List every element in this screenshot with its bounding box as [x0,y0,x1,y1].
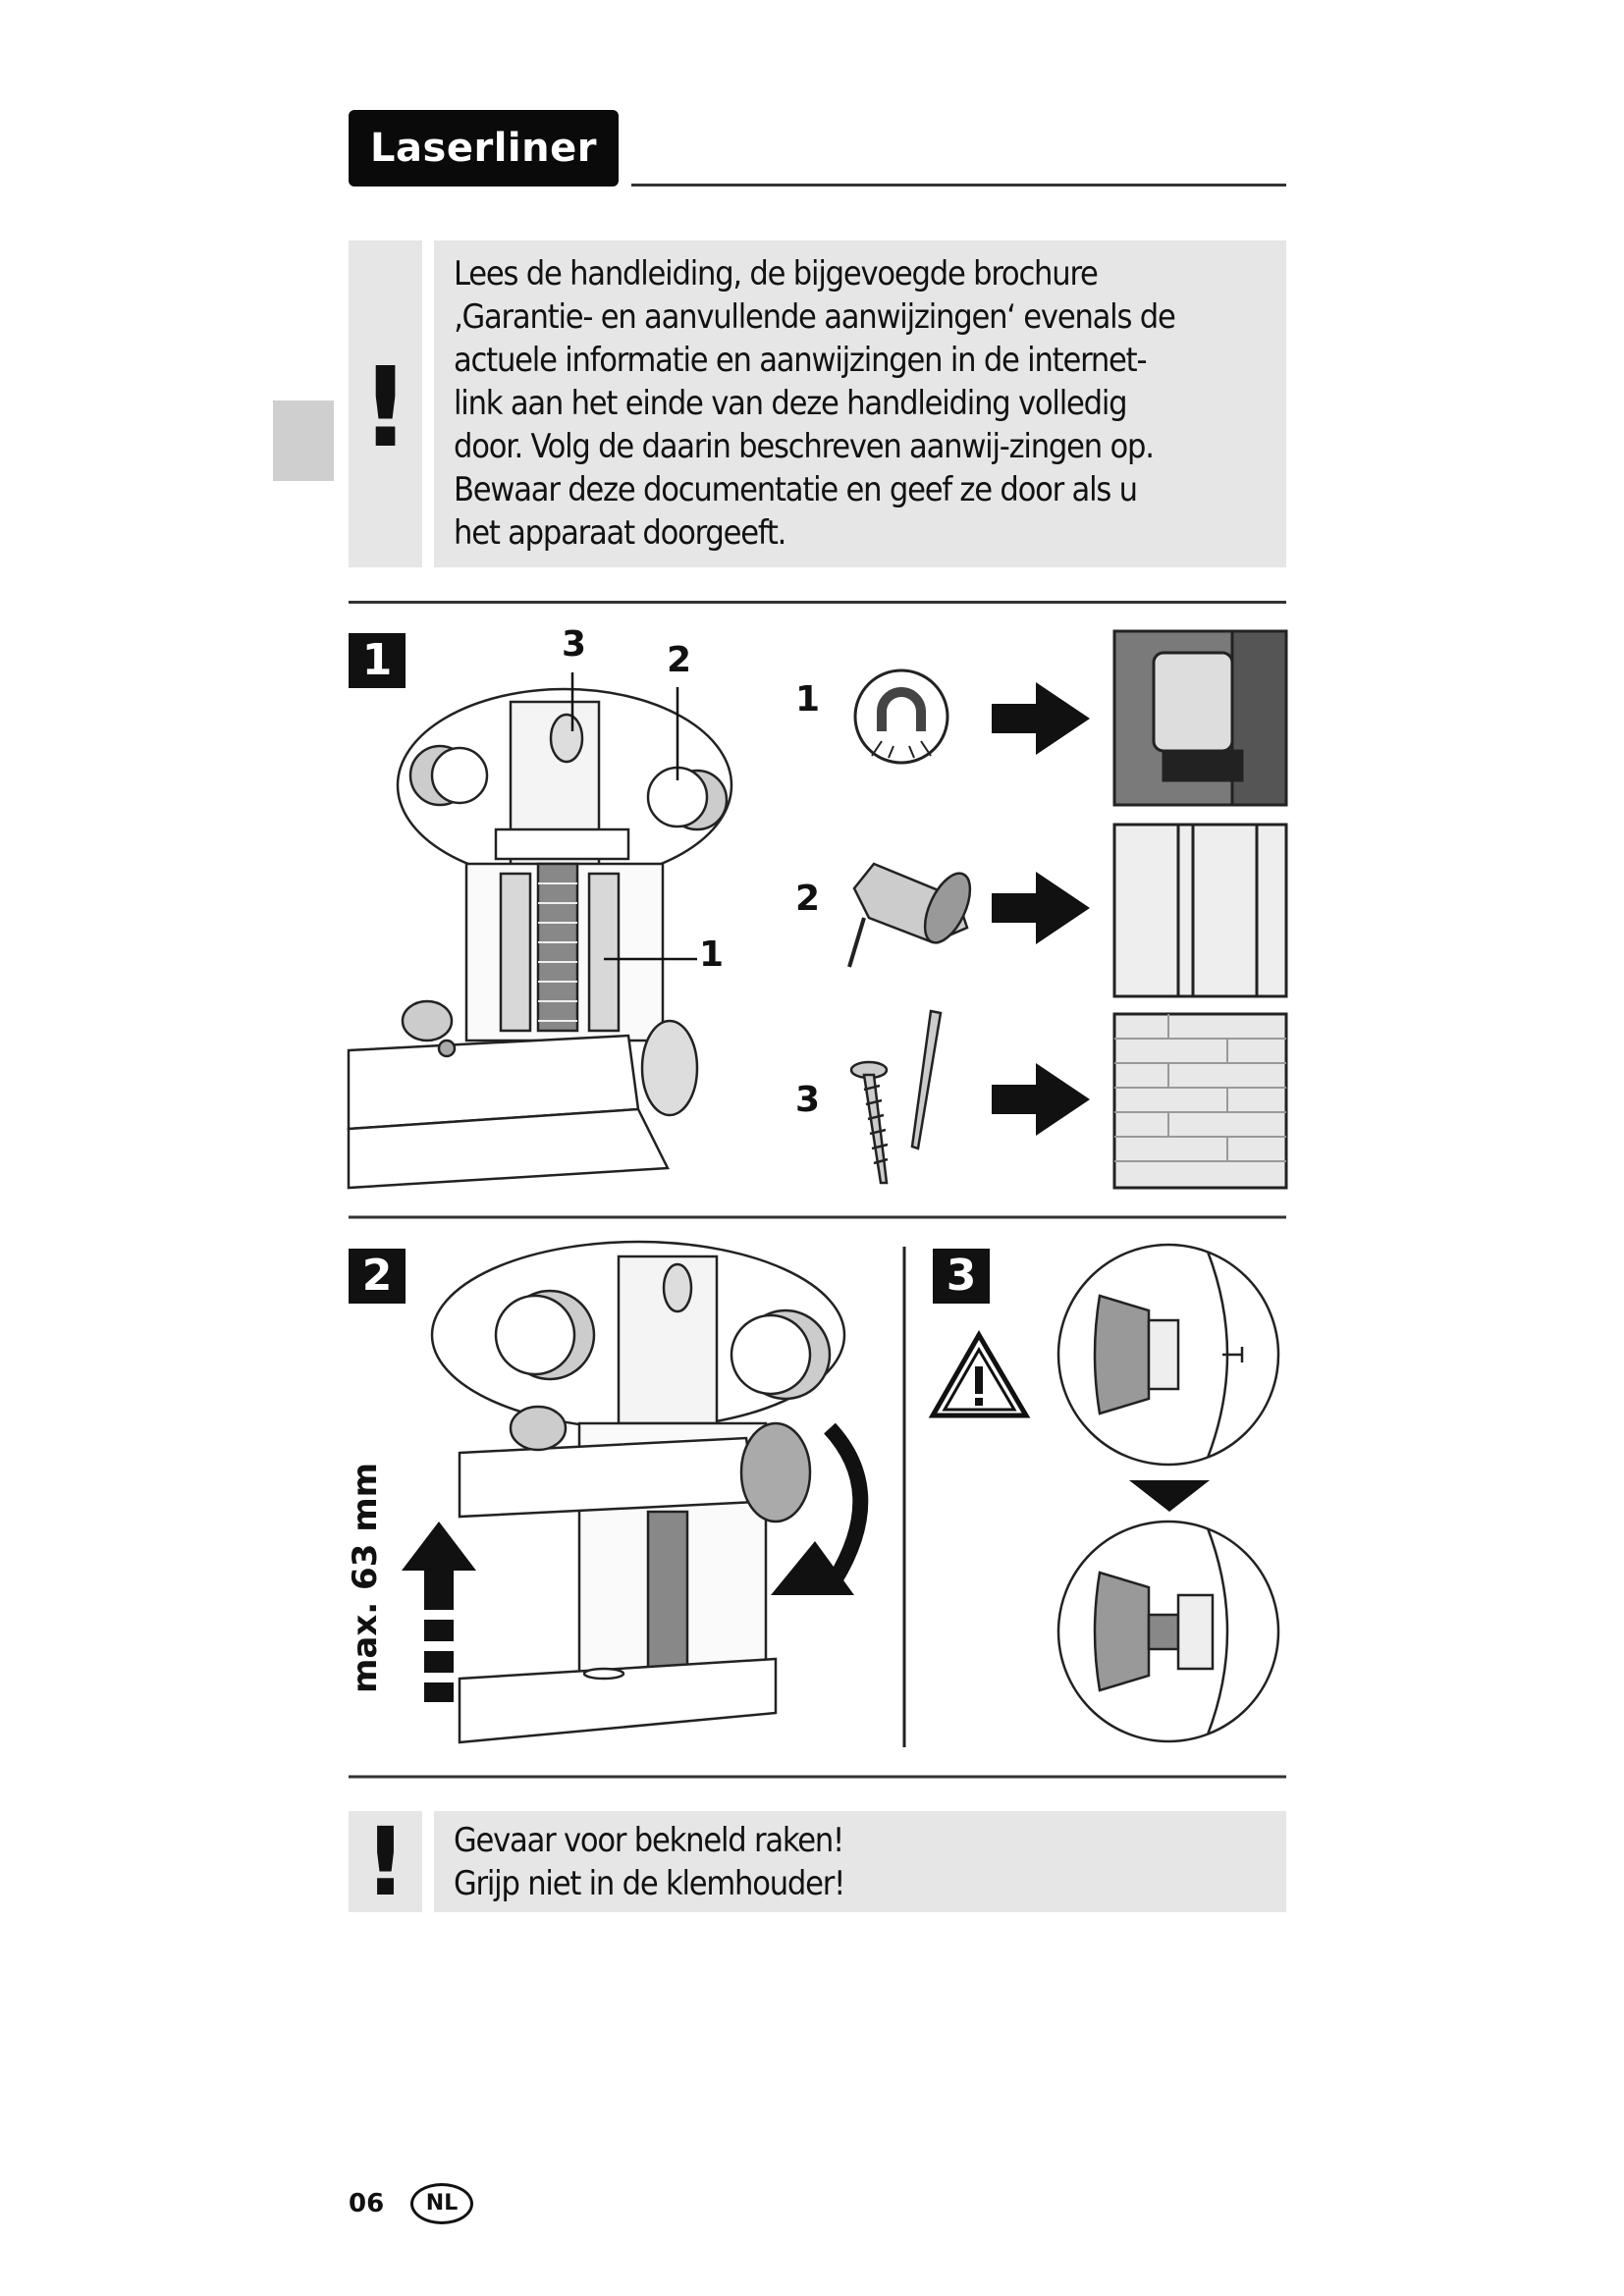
notice-line: Bewaar deze documentatie en geef ze door… [454,470,1138,509]
detail-circle-before [1056,1243,1280,1467]
brand-logo: Laserliner [349,110,619,187]
notice-line: Gevaar voor bekneld raken! [454,1821,844,1860]
notice-line: het apparaat doorgeeft. [454,513,786,553]
divider [349,601,1286,604]
figure-2-badge: 2 [349,1249,406,1304]
magnet-icon [853,668,949,765]
pin-icon [847,862,972,968]
notice-line: actuele informatie en aanwijzingen in de… [454,341,1148,380]
metal-surface-photo [1112,629,1288,807]
notice-icon-column: ! [349,1811,422,1912]
notice-line: Grijp niet in de klemhouder! [454,1864,845,1903]
exclamation-icon: ! [359,345,411,472]
screw-nail-icon [849,1009,943,1185]
arrow-down-icon [1129,1480,1210,1512]
notice-top: Lees de handleiding, de bijgevoegde broc… [434,240,1286,567]
notice-bottom: Gevaar voor bekneld raken! Grijp niet in… [434,1811,1286,1912]
figure-3-badge: 3 [933,1249,990,1304]
notice-line: link aan het einde van deze handleiding … [454,384,1128,423]
max-height-label: max. 63 mm [346,1462,385,1693]
notice-line: door. Volg de daarin beschreven aanwij-z… [454,427,1155,466]
clamp-holder-open-drawing [430,1240,846,1744]
figure-1-badge: 1 [349,633,406,688]
clamp-holder-drawing [347,672,733,1190]
side-tab [273,400,334,481]
arrow-up-icon [402,1522,476,1702]
detail-circle-after [1056,1520,1280,1743]
notice-top-text: Lees de handleiding, de bijgevoegde broc… [434,240,1286,555]
brick-wall-photo [1112,1012,1288,1190]
exclamation-icon: ! [363,1807,407,1917]
rotate-arrow-icon [824,1422,869,1585]
notice-line: Lees de handleiding, de bijgevoegde broc… [454,254,1099,294]
mount-option-3-number: 3 [795,1080,821,1120]
language-badge: NL [410,2183,473,2224]
callout-2: 2 [667,640,692,680]
wood-surface-photo [1112,823,1288,998]
callout-1: 1 [699,934,725,975]
header-rule [631,184,1286,187]
notice-line: ‚Garantie- en aanvullende aanwijzingen‘ … [454,297,1176,337]
mount-option-2-number: 2 [795,879,821,919]
mount-option-1-number: 1 [795,679,821,720]
warning-triangle-icon [928,1330,1031,1418]
callout-3: 3 [562,624,587,665]
arrow-right-icon [992,682,1090,1136]
page-number: 06 [349,2189,385,2218]
notice-icon-column: ! [349,240,422,567]
